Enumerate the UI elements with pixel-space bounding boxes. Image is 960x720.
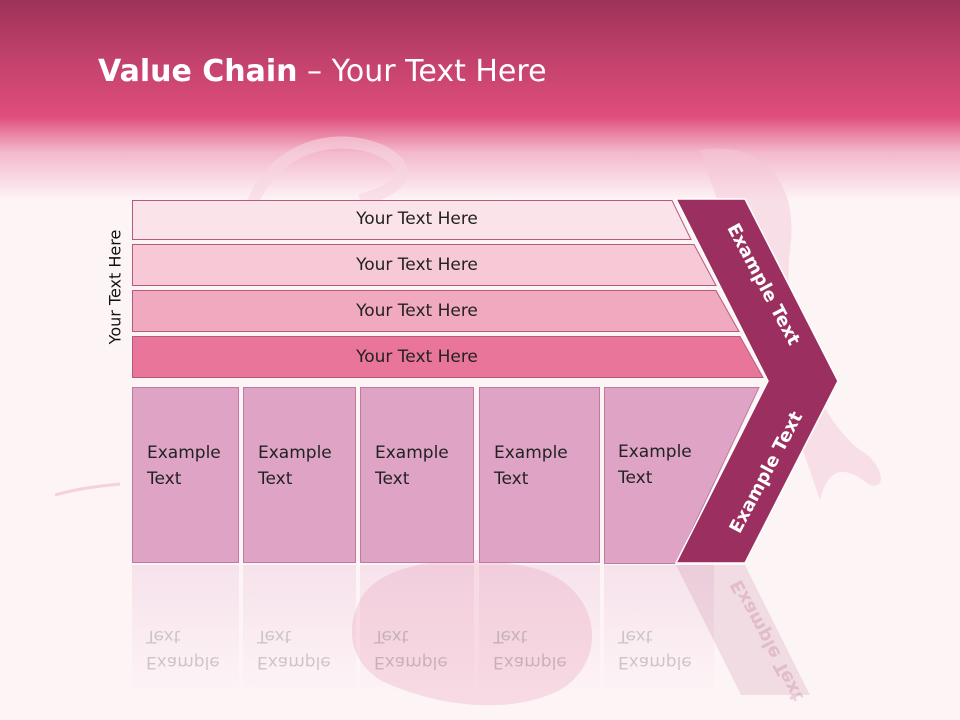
activity-cell-1[interactable]: Example Text — [132, 387, 239, 563]
row-1-shape — [132, 200, 692, 240]
activity-cell-3[interactable]: Example Text — [360, 387, 474, 563]
activity-cell-4-label: Example Text — [494, 443, 568, 489]
row-2-shape — [132, 244, 717, 286]
row-4-shape — [132, 336, 764, 378]
activity-cell-5[interactable]: Example Text — [604, 387, 714, 563]
title-banner — [0, 0, 960, 200]
row-2[interactable]: Your Text Here — [132, 244, 717, 286]
activity-cell-1-label: Example Text — [147, 443, 221, 489]
row-4-label: Your Text Here — [356, 347, 478, 367]
activity-cell-2-label: Example Text — [258, 443, 332, 489]
page-title: Value Chain – Your Text Here — [98, 54, 547, 89]
activity-cell-3-label: Example Text — [375, 443, 449, 489]
row-3-label: Your Text Here — [356, 301, 478, 321]
row-2-label: Your Text Here — [356, 255, 478, 275]
title-rest: – Your Text Here — [297, 54, 547, 89]
activity-cell-2[interactable]: Example Text — [243, 387, 356, 563]
row-1[interactable]: Your Text Here — [132, 200, 692, 240]
title-bold: Value Chain — [98, 54, 298, 89]
row-4[interactable]: Your Text Here — [132, 336, 764, 378]
row-3[interactable]: Your Text Here — [132, 290, 740, 332]
activity-cell-4[interactable]: Example Text — [479, 387, 600, 563]
activity-cell-5-label: Example Text — [618, 442, 692, 488]
row-3-shape — [132, 290, 740, 332]
row-1-label: Your Text Here — [356, 209, 478, 229]
